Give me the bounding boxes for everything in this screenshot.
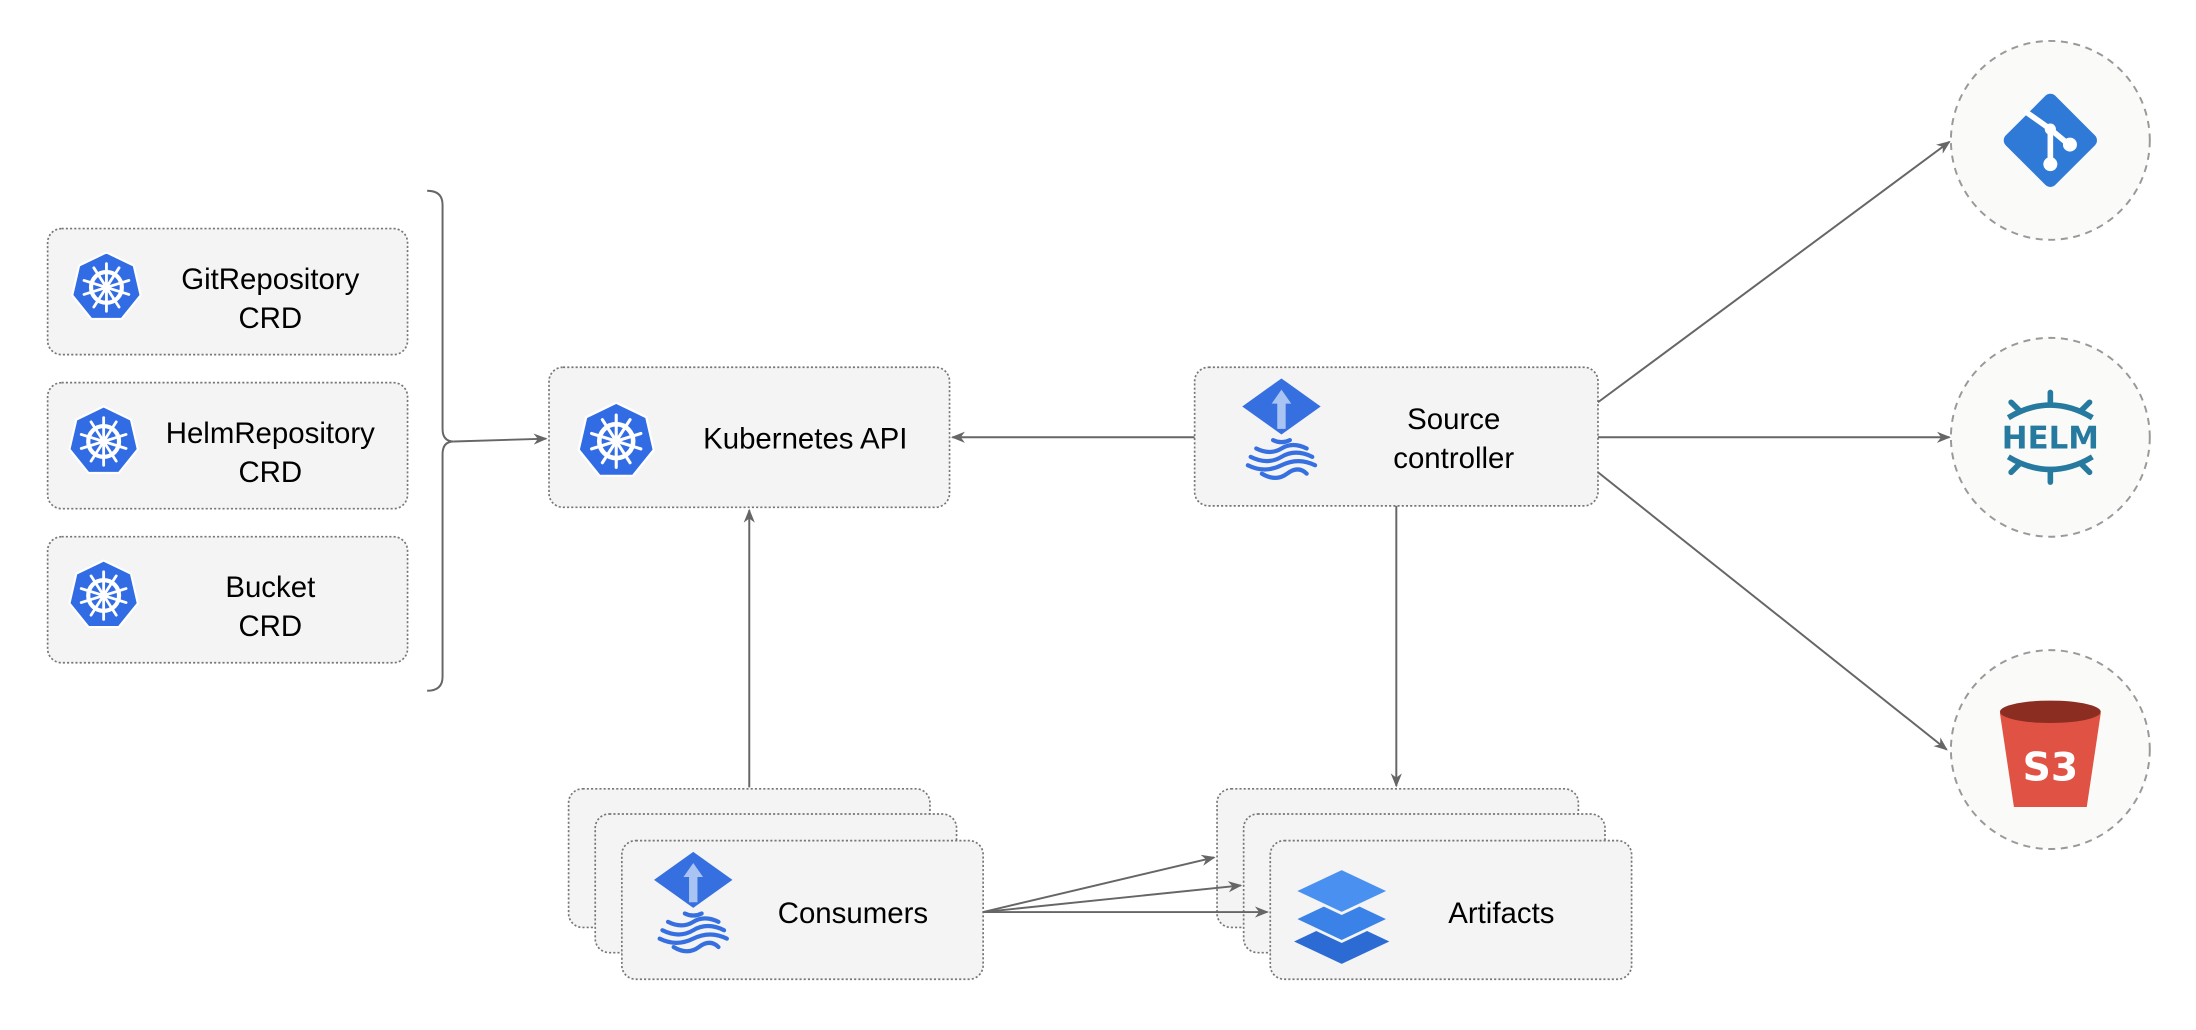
s3-wordmark: S3	[2023, 745, 2079, 790]
crd-sublabel: CRD	[238, 456, 302, 489]
git-source	[1949, 39, 2151, 241]
helm-wordmark: HELM	[2002, 420, 2099, 456]
edge-consumers-to-artifact-1	[982, 854, 1216, 913]
source-controller-label-line2: controller	[1393, 442, 1514, 475]
helm-icon: HELM	[2002, 389, 2099, 485]
consumers-node: Consumers	[567, 787, 984, 981]
s3-bucket-icon: S3	[1999, 700, 2101, 808]
edge-controller-to-git	[1597, 140, 1951, 404]
crd-sublabel: CRD	[238, 610, 302, 643]
source-controller-node: Source controller	[1193, 366, 1599, 507]
crd-gitrepository: GitRepository CRD	[46, 227, 409, 356]
git-icon	[2003, 93, 2097, 187]
artifacts-node: Artifacts	[1216, 787, 1633, 981]
crd-label: GitRepository	[181, 263, 359, 296]
edge-consumers-to-artifact-2	[983, 881, 1243, 914]
source-controller-label-line1: Source	[1407, 403, 1500, 436]
kubernetes-api-label: Kubernetes API	[703, 422, 907, 455]
artifacts-label: Artifacts	[1448, 897, 1554, 930]
crd-helmrepository: HelmRepository CRD	[46, 381, 409, 510]
crd-label: HelmRepository	[166, 417, 375, 450]
s3-source: S3	[1949, 649, 2151, 851]
crd-label: Bucket	[225, 571, 315, 604]
edge-crds-to-api	[453, 433, 548, 445]
kubernetes-api-node: Kubernetes API	[548, 366, 951, 509]
crd-group-brace	[427, 189, 454, 692]
layers-icon	[1290, 867, 1393, 964]
crd-sublabel: CRD	[238, 302, 302, 335]
crd-bucket: Bucket CRD	[46, 535, 409, 664]
helm-source: HELM	[1949, 336, 2151, 538]
edge-controller-to-s3	[1597, 471, 1948, 751]
consumers-label: Consumers	[778, 897, 928, 930]
